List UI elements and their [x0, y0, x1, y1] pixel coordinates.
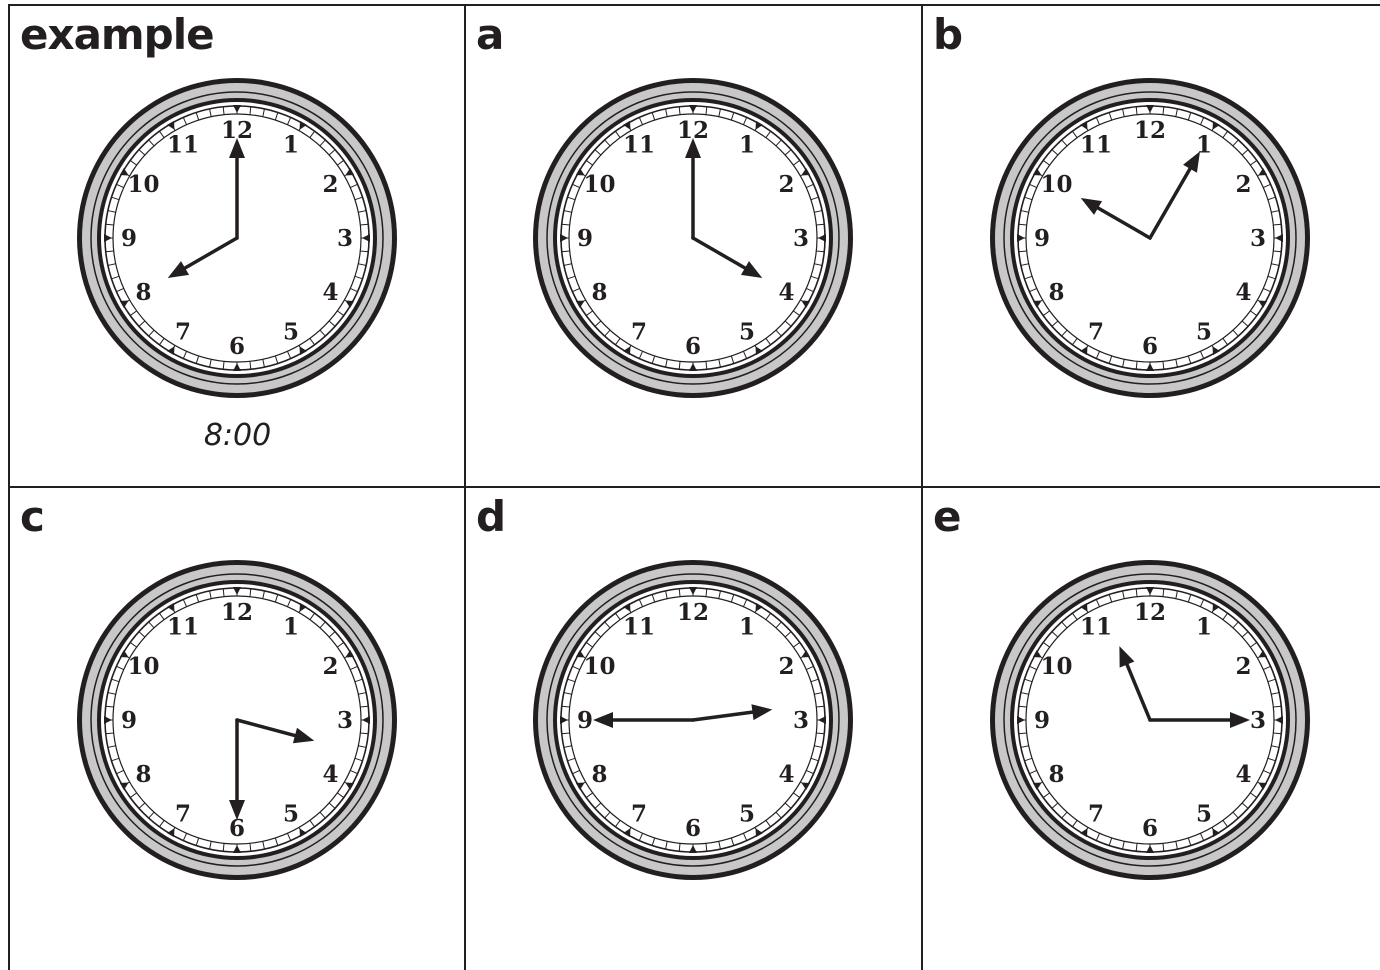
- clock-numeral: 5: [283, 319, 299, 346]
- answer-text: 8:00: [10, 418, 465, 453]
- clock-numeral: 9: [577, 707, 593, 734]
- clock-numeral: 3: [793, 707, 809, 734]
- clock-numeral: 2: [1236, 653, 1252, 680]
- clock-numeral: 6: [685, 333, 701, 360]
- cell-label: c: [20, 496, 44, 538]
- clock-numeral: 8: [1048, 279, 1064, 306]
- clock-numeral: 9: [121, 707, 137, 734]
- clock-numeral: 5: [1196, 319, 1212, 346]
- cell-d: d 12 12 3 45 6 78 9 10 11: [466, 488, 921, 968]
- cell-label: e: [933, 496, 961, 538]
- clock-numeral: 5: [1196, 801, 1212, 828]
- clock-numeral: 1: [739, 613, 755, 640]
- cell-label: d: [476, 496, 505, 538]
- cell-a: a 121234567891011: [466, 6, 921, 486]
- clock-numeral: 2: [779, 653, 795, 680]
- clock-numeral: 6: [685, 815, 701, 842]
- clock-numeral: 12: [1134, 599, 1166, 626]
- clock-numeral: 8: [135, 279, 151, 306]
- cell-label: b: [933, 14, 962, 56]
- clock-numeral: 9: [577, 225, 593, 252]
- cell-b: b 121234567891011: [923, 6, 1378, 486]
- clock-numeral: 3: [337, 707, 353, 734]
- clock-numeral: 7: [631, 319, 647, 346]
- clock-numeral: 6: [229, 333, 245, 360]
- clock-numeral: 11: [167, 131, 199, 158]
- clock-numeral: 3: [793, 225, 809, 252]
- clock-numeral: 3: [337, 225, 353, 252]
- clock-numeral: 11: [623, 131, 655, 158]
- clock-numeral: 8: [591, 761, 607, 788]
- clock-numeral: 10: [1040, 171, 1072, 198]
- cell-e: e 12 12 3 45 6 78 9 10 11: [923, 488, 1378, 968]
- clock-numeral: 10: [1040, 653, 1072, 680]
- clock-numeral: 11: [623, 613, 655, 640]
- clock-numeral: 4: [323, 279, 339, 306]
- clock-numeral: 11: [1080, 613, 1112, 640]
- clock-numeral: 4: [1236, 761, 1252, 788]
- cell-label: example: [20, 14, 214, 56]
- clock-numeral: 1: [739, 131, 755, 158]
- clock-numeral: 10: [583, 653, 615, 680]
- clock-face: 121234567891011: [528, 73, 858, 403]
- clock-numeral: 5: [739, 801, 755, 828]
- clock-numeral: 4: [779, 761, 795, 788]
- clock-numeral: 11: [167, 613, 199, 640]
- clock-numeral: 12: [221, 599, 253, 626]
- clock-numeral: 6: [1142, 815, 1158, 842]
- clock-numeral: 10: [127, 171, 159, 198]
- clock-numeral: 9: [1034, 225, 1050, 252]
- clock-numeral: 7: [175, 319, 191, 346]
- clock-numeral: 2: [1236, 171, 1252, 198]
- clock-numeral: 4: [323, 761, 339, 788]
- clock-numeral: 5: [739, 319, 755, 346]
- clock-numeral: 7: [631, 801, 647, 828]
- clock-numeral: 8: [591, 279, 607, 306]
- clock-numeral: 2: [323, 171, 339, 198]
- cell-example: example 121234567891011 8:00: [10, 6, 465, 486]
- clock-numeral: 3: [1250, 707, 1266, 734]
- clock-face: 12 12 3 45 6 78 9 10 11: [985, 555, 1315, 885]
- clock-numeral: 10: [127, 653, 159, 680]
- clock-numeral: 9: [1034, 707, 1050, 734]
- clock-numeral: 2: [323, 653, 339, 680]
- clock-numeral: 2: [779, 171, 795, 198]
- clock-numeral: 1: [1196, 613, 1212, 640]
- clock-numeral: 7: [175, 801, 191, 828]
- clock-numeral: 12: [677, 599, 709, 626]
- clock-numeral: 12: [1134, 117, 1166, 144]
- cell-c: c 121234567891011: [10, 488, 465, 968]
- clock-numeral: 11: [1080, 131, 1112, 158]
- cell-label: a: [476, 14, 503, 56]
- clock-numeral: 9: [121, 225, 137, 252]
- clock-numeral: 1: [283, 613, 299, 640]
- clock-numeral: 10: [583, 171, 615, 198]
- clock-numeral: 6: [1142, 333, 1158, 360]
- clock-numeral: 7: [1088, 801, 1104, 828]
- clock-face: 121234567891011: [72, 73, 402, 403]
- clock-numeral: 7: [1088, 319, 1104, 346]
- clock-numeral: 4: [779, 279, 795, 306]
- clock-numeral: 4: [1236, 279, 1252, 306]
- clock-numeral: 5: [283, 801, 299, 828]
- clock-numeral: 1: [283, 131, 299, 158]
- clock-numeral: 8: [1048, 761, 1064, 788]
- clock-numeral: 3: [1250, 225, 1266, 252]
- clock-numeral: 8: [135, 761, 151, 788]
- clock-face: 12 12 3 45 6 78 9 10 11: [528, 555, 858, 885]
